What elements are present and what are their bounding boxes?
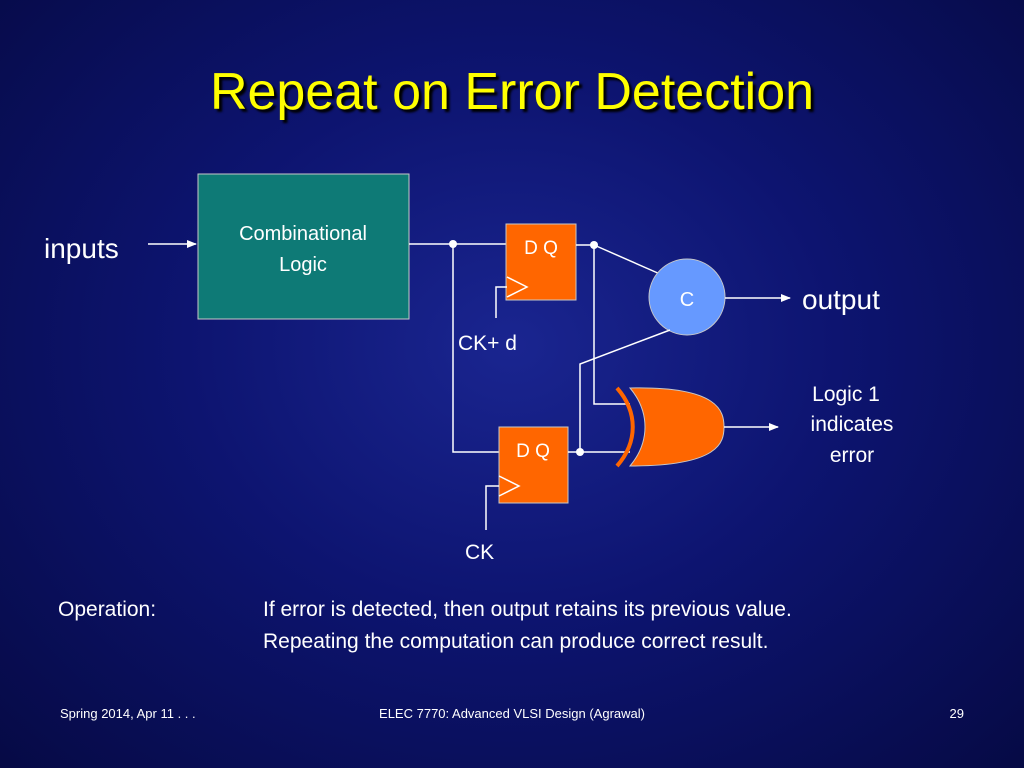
operation-text-line1: If error is detected, then output retain…: [263, 598, 792, 621]
wire-ck: [485, 485, 499, 530]
flipflop-top-label: D Q: [524, 238, 558, 259]
comparator-label: C: [680, 289, 694, 311]
inputs-label: inputs: [44, 233, 119, 264]
xor-gate-body: [628, 387, 725, 467]
footer-course: ELEC 7770: Advanced VLSI Design (Agrawal…: [379, 706, 645, 721]
wire-branch-to-ff-bottom: [452, 244, 499, 453]
footer-date: Spring 2014, Apr 11 . . .: [60, 706, 196, 721]
flipflop-bottom-label: D Q: [516, 441, 550, 462]
wire-ff-top-to-xor: [593, 245, 630, 405]
wire-ff-bottom-to-comparator: [579, 329, 671, 452]
error-label-line3: error: [830, 444, 874, 467]
error-label-line1: Logic 1: [812, 383, 880, 406]
slide-title: Repeat on Error Detection: [209, 63, 815, 121]
wire-ck-delayed: [495, 286, 507, 318]
comparator-circle: [648, 258, 726, 336]
ck-label: CK: [465, 541, 494, 564]
footer-page-number: 29: [949, 706, 964, 721]
operation-label: Operation:: [58, 598, 157, 621]
combinational-logic-label-line2: Logic: [279, 254, 327, 276]
combinational-logic-label-line1: Combinational: [239, 223, 367, 245]
operation-text-line2: Repeating the computation can produce co…: [263, 630, 769, 653]
combinational-logic-block: [197, 173, 410, 320]
flipflop-top-clock-symbol: [506, 276, 529, 298]
xor-gate-input-curve: [615, 386, 635, 468]
flipflop-top: [505, 223, 577, 301]
flipflop-bottom-clock-symbol: [498, 475, 521, 497]
error-label-line2: indicates: [811, 413, 894, 436]
wire-ff-top-to-comparator: [593, 244, 661, 275]
output-label: output: [802, 284, 880, 315]
ck-delayed-label: CK+ d: [458, 332, 517, 355]
